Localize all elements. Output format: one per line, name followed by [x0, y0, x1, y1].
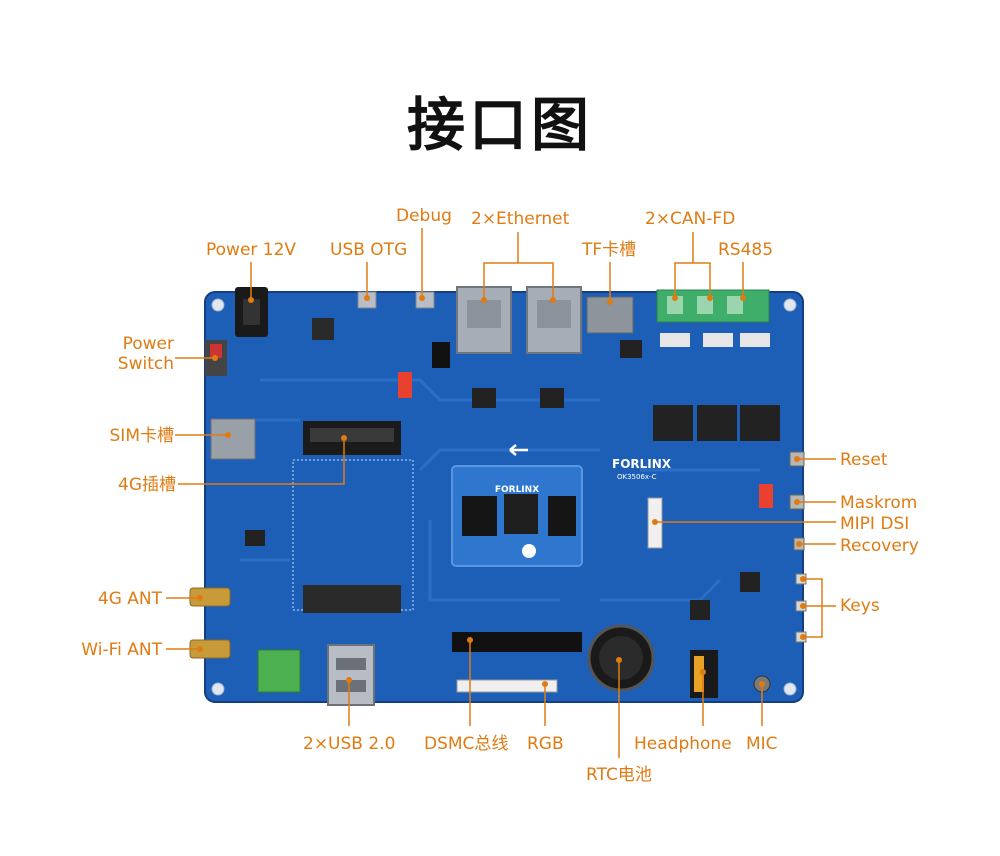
label-dsmc: DSMC总线 [424, 734, 509, 754]
dsmc-header [452, 632, 582, 652]
label-keys: Keys [840, 596, 880, 616]
label-usb-2-0: 2×USB 2.0 [303, 734, 396, 754]
label-usb-otg: USB OTG [330, 240, 408, 260]
label-mipi-dsi: MIPI DSI [840, 514, 910, 534]
label-recovery: Recovery [840, 536, 919, 556]
label-tf-slot: TF卡槽 [582, 240, 637, 260]
label-power-switch-line1: Power [122, 334, 174, 354]
label-reset: Reset [840, 450, 888, 470]
label-debug: Debug [396, 206, 452, 226]
board-model: OK3506x-C [617, 473, 657, 481]
board-brand: FORLINX [612, 457, 672, 471]
label-4g-ant: 4G ANT [97, 589, 162, 609]
label-ethernet: 2×Ethernet [471, 209, 570, 229]
label-headphone: Headphone [634, 734, 732, 754]
label-rgb: RGB [527, 734, 564, 754]
label-4g-slot: 4G插槽 [118, 475, 176, 495]
4g-ant-connector [189, 587, 231, 607]
label-power-switch: Power Switch [90, 334, 174, 374]
page-title: 接口图 [406, 91, 593, 159]
label-rtc: RTC电池 [586, 765, 652, 785]
label-rs485: RS485 [718, 240, 774, 260]
label-maskrom: Maskrom [840, 493, 918, 513]
label-wifi-ant: Wi-Fi ANT [81, 640, 162, 660]
label-power-12v: Power 12V [206, 240, 297, 260]
label-can-fd: 2×CAN-FD [645, 209, 736, 229]
rgb-connector [456, 679, 558, 693]
sim-slot [210, 418, 256, 460]
label-mic: MIC [746, 734, 778, 754]
label-power-switch-line2: Switch [117, 354, 174, 374]
label-sim-slot: SIM卡槽 [109, 426, 174, 446]
som-brand: FORLINX [495, 485, 539, 495]
usb2-connector [327, 644, 375, 706]
